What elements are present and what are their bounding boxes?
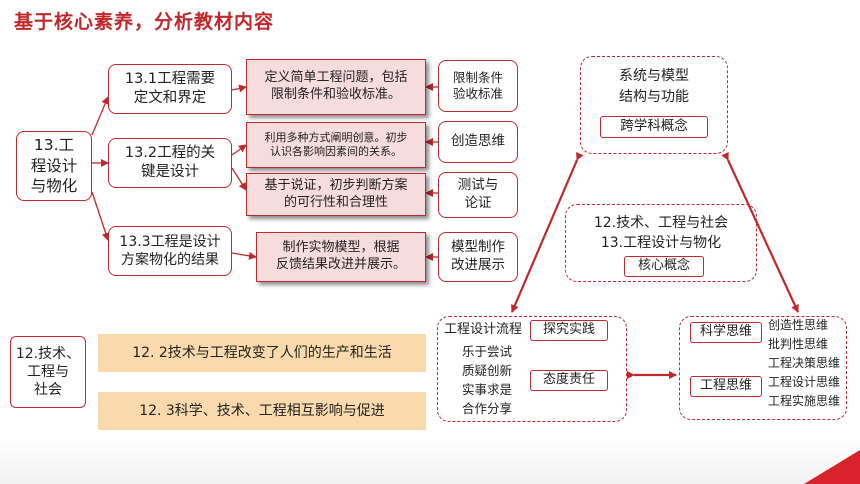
goal-box-3: 基于说证，初步判断方案 的可行性和合理性	[246, 173, 426, 216]
thinking-item-2: 批判性思维	[768, 337, 829, 351]
goal-4-line1: 制作实物模型，根据	[282, 240, 400, 256]
goal-1-line2: 限制条件和验收标准。	[270, 87, 401, 102]
core-box	[565, 204, 757, 282]
section-13-3-line2: 方案物化的结果	[121, 252, 219, 268]
section-13-3: 13.3工程是设计 方案物化的结果	[108, 226, 232, 276]
section-13-1-line2: 定文和界定	[133, 90, 207, 106]
goal-box-1: 定义简单工程问题，包括 限制条件和验收标准。	[246, 59, 426, 115]
unit12-item-2: 12. 3科学、技术、工程相互影响与促进	[98, 392, 426, 430]
thinking-item-3: 工程决策思维	[768, 356, 841, 370]
corner-decoration	[804, 450, 860, 484]
practice-label-2-text: 态度责任	[542, 372, 595, 388]
thinking-item-4: 工程设计思维	[768, 375, 841, 389]
tag-3-line1: 测试与	[457, 177, 499, 194]
crosscut-line1: 系统与模型	[619, 68, 689, 84]
section-13-2-line2: 键是设计	[141, 164, 199, 180]
attitude-4: 合作分享	[462, 401, 513, 416]
goal-box-4: 制作实物模型，根据 反馈结果改进并展示。	[256, 232, 426, 282]
tag-4-line1: 模型制作	[451, 239, 505, 256]
goal-4-line2: 反馈结果改进并展示。	[275, 257, 406, 272]
page-title: 基于核心素养，分析教材内容	[14, 11, 275, 33]
goal-3-line2: 的可行性和合理性	[283, 194, 388, 210]
arrow-crosscut-thinking	[721, 151, 799, 313]
crosscut-line2: 结构与功能	[619, 89, 689, 105]
link-unit13-s1	[91, 96, 109, 136]
unit12-box: 12.技术、 工程与 社会	[10, 336, 86, 408]
tag-3-line2: 论证	[464, 195, 492, 211]
core-label-text: 核心概念	[637, 258, 690, 274]
tag-box-2: 创造思维	[438, 121, 518, 163]
arrow-crosscut-practice	[510, 151, 584, 313]
link-s2-g3	[231, 167, 247, 191]
practice-box	[437, 316, 627, 422]
unit12-item-1-label: 12. 2技术与工程改变了人们的生产和生活	[132, 344, 392, 361]
unit12-line2: 工程与	[27, 363, 69, 380]
practice-label-2: 态度责任	[530, 370, 608, 391]
section-13-1: 13.1工程需要 定文和界定	[108, 64, 232, 114]
science-thinking-label: 科学思维	[690, 322, 762, 343]
unit13-line3: 与物化	[30, 177, 78, 196]
tag-1-line1: 限制条件	[452, 69, 503, 85]
tag-1-line2: 验收标准	[452, 86, 503, 101]
engineering-thinking-label-text: 工程思维	[699, 378, 752, 394]
thinking-item-5: 工程实施思维	[768, 394, 841, 408]
crosscut-label: 跨学科概念	[600, 116, 708, 138]
link-unit13-s3	[91, 191, 110, 241]
core-line1: 12.技术、工程与社会	[593, 215, 729, 231]
attitude-2: 质疑创新	[462, 363, 513, 378]
practice-label-1: 探究实践	[530, 320, 608, 341]
tag-2-line1: 创造思维	[451, 133, 505, 150]
unit13-box: 13.工 程设计 与物化	[16, 131, 92, 201]
section-13-2: 13.2工程的关 键是设计	[108, 138, 232, 188]
engineering-thinking-label: 工程思维	[690, 376, 762, 397]
unit12-line1: 12.技术、	[15, 345, 81, 362]
tag-box-3: 测试与 论证	[438, 172, 518, 218]
crosscut-label-text: 跨学科概念	[620, 118, 688, 135]
unit13-line1: 13.工	[33, 135, 75, 154]
core-label: 核心概念	[624, 256, 704, 277]
tag-box-4: 模型制作 改进展示	[438, 232, 518, 282]
goal-3-line1: 基于说证，初步判断方案	[264, 177, 408, 193]
unit12-line3: 社会	[34, 382, 62, 399]
unit12-item-1: 12. 2技术与工程改变了人们的生产和生活	[98, 334, 426, 372]
goal-box-2: 利用多种方式阐明创意。初步 认识各影响因素间的关系。	[246, 122, 426, 168]
crosscut-box	[580, 56, 728, 154]
goal-2-line1: 利用多种方式阐明创意。初步	[264, 130, 408, 144]
goal-2-line2: 认识各影响因素间的关系。	[270, 145, 402, 158]
unit13-line2: 程设计	[30, 156, 78, 175]
section-13-3-line1: 13.3工程是设计	[119, 233, 221, 250]
unit12-item-2-label: 12. 3科学、技术、工程相互影响与促进	[139, 402, 385, 419]
link-s1-g1	[231, 84, 247, 93]
tag-4-line2: 改进展示	[451, 257, 505, 273]
link-s2-g2	[231, 144, 247, 156]
link-s3-g4	[231, 251, 257, 260]
section-13-1-line1: 13.1工程需要	[124, 71, 216, 88]
tag-box-1: 限制条件 验收标准	[438, 60, 518, 112]
goal-1-line1: 定义简单工程问题，包括	[264, 70, 408, 86]
attitude-1: 乐于尝试	[462, 344, 513, 359]
attitude-3: 实事求是	[462, 382, 513, 397]
thinking-item-1: 创造性思维	[768, 318, 829, 332]
thinking-box	[679, 316, 847, 420]
practice-label-1-text: 探究实践	[542, 322, 595, 338]
bottom-band	[0, 440, 860, 484]
core-line2: 13.工程设计与物化	[600, 235, 722, 251]
practice-heading: 工程设计流程	[444, 322, 523, 337]
science-thinking-label-text: 科学思维	[699, 324, 752, 340]
section-13-2-line1: 13.2工程的关	[124, 145, 216, 162]
